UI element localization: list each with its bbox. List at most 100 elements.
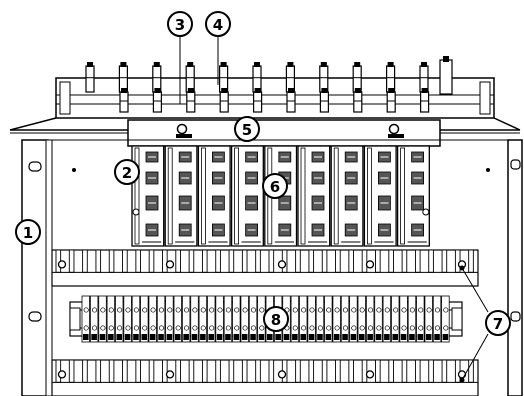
terminal-block [432, 295, 442, 343]
duct-slot [82, 249, 88, 273]
duct-slot [428, 359, 434, 383]
duct-slot [295, 249, 301, 273]
duct-slot [188, 359, 195, 383]
duct-slot [361, 359, 368, 383]
terminal-block [223, 295, 233, 343]
duct-slot [95, 359, 102, 383]
duct-slot [388, 359, 394, 383]
module-screw [422, 208, 430, 216]
duct-slot [122, 249, 128, 273]
callouts: 1 2 3 4 5 6 7 8 [15, 11, 511, 336]
duct-slot [188, 249, 195, 273]
terminal-block [332, 295, 341, 343]
duct-slot [268, 249, 275, 273]
connector [186, 91, 196, 113]
callout-4: 4 [205, 11, 231, 37]
connectors-bottom-row [119, 88, 430, 113]
duct-slot [215, 359, 221, 383]
connector-tip [154, 88, 161, 93]
terminal-block [416, 295, 425, 343]
power-module [197, 145, 231, 247]
screw-hole [486, 168, 490, 172]
duct-slot [335, 359, 341, 383]
duct-slot [454, 249, 461, 273]
duct-body [51, 249, 479, 287]
terminal-block [349, 295, 358, 343]
bracket-latch [176, 134, 192, 138]
callout-6: 6 [262, 173, 288, 199]
connector-tip [387, 62, 394, 67]
rear-panel [55, 56, 495, 119]
duct-slot [148, 249, 155, 273]
terminal-block [181, 295, 191, 343]
leader-lines [179, 35, 489, 383]
terminal-block [215, 295, 224, 343]
rail-slot [28, 311, 42, 322]
terminal-block [123, 295, 132, 343]
duct-slot [308, 359, 315, 383]
terminal-block [115, 295, 124, 343]
duct-slot [348, 249, 354, 273]
duct-slot [428, 249, 434, 273]
terminal-block [441, 295, 450, 343]
rear-plate-end-right [479, 81, 491, 115]
terminal-block [407, 295, 417, 343]
terminal-block [89, 295, 99, 343]
duct-slot [401, 359, 408, 383]
connector-tip [120, 62, 127, 67]
connector-tip [254, 62, 260, 67]
duct-slot [308, 249, 315, 273]
duct-slot [255, 249, 261, 273]
rail-end-right [451, 307, 463, 331]
duct-slot [454, 359, 461, 383]
terminal-block [374, 295, 383, 343]
terminal-block [240, 295, 249, 343]
callout-3-label: 3 [175, 16, 185, 34]
duct-slot [162, 359, 168, 383]
terminal-block [357, 295, 366, 343]
terminal-block [424, 295, 433, 343]
duct-slot [295, 359, 301, 383]
callout-2: 2 [114, 159, 140, 185]
terminal-block [290, 295, 300, 343]
duct-screw [57, 260, 67, 269]
connector [219, 91, 229, 113]
duct-slot [201, 359, 208, 383]
duct-slot [135, 249, 141, 273]
connector-tip [388, 88, 395, 93]
connector-tip [354, 62, 361, 67]
duct-screw [277, 370, 287, 379]
connector-tip [220, 62, 227, 67]
duct-slot [122, 359, 128, 383]
callout-7: 7 [485, 310, 511, 336]
duct-screw [165, 260, 175, 269]
callout-5: 5 [234, 116, 260, 142]
duct-slot [321, 249, 328, 273]
terminal-block [365, 295, 375, 343]
connector-tip [320, 62, 327, 67]
terminal-block [140, 295, 149, 343]
duct-slot [82, 359, 88, 383]
connector-tip [87, 62, 93, 67]
duct-slot [95, 249, 102, 273]
bracket-screw [176, 123, 188, 135]
duct-slot [441, 359, 448, 383]
module-heatsink [300, 147, 306, 245]
duct-slot [135, 359, 141, 383]
terminal-block [106, 295, 116, 343]
terminal-block [173, 295, 182, 343]
module-heatsink [167, 147, 173, 245]
mounting-rail-right [507, 139, 523, 396]
ground-stud-tip [443, 56, 449, 62]
connector-tip [287, 62, 294, 67]
mounting-rail-left [21, 139, 53, 396]
duct-screw [457, 370, 467, 379]
module-heatsink [366, 147, 372, 245]
duct-slot [361, 249, 368, 273]
module-screw [132, 208, 140, 216]
power-module [230, 145, 264, 247]
connector [353, 91, 363, 113]
connector [85, 65, 95, 93]
duct-slot [228, 359, 235, 383]
duct-screw [277, 260, 287, 269]
